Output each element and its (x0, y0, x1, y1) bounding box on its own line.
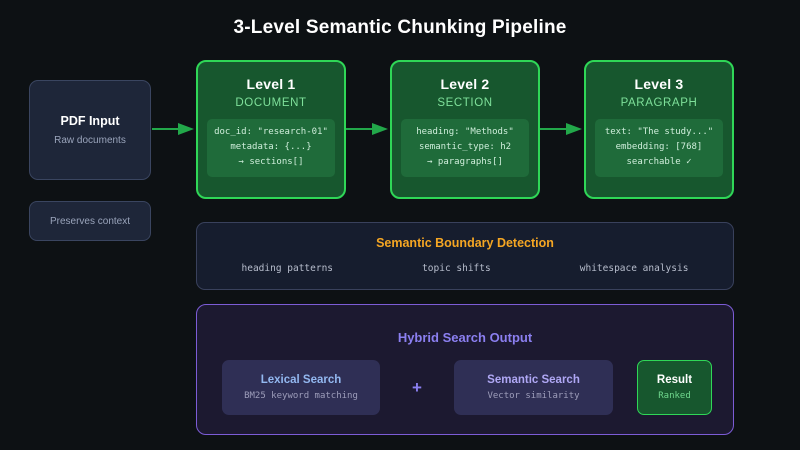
code-line: doc_id: "research-01" (214, 127, 328, 137)
arrow-level-2-to-level-3 (540, 123, 582, 135)
level-card-1-title: Level 1 (246, 76, 296, 92)
semantic-boundary-panel: Semantic Boundary Detection heading patt… (196, 222, 734, 290)
semantic-search-card: Semantic Search Vector similarity (454, 360, 613, 415)
arrow-level-1-to-level-2 (346, 123, 388, 135)
plus-icon: + (412, 377, 422, 397)
preserves-context-label: Preserves context (49, 215, 131, 227)
level-card-1: Level 1 DOCUMENT doc_id: "research-01" m… (196, 60, 346, 199)
lexical-search-subtitle: BM25 keyword matching (244, 391, 358, 401)
level-card-1-subtitle: DOCUMENT (235, 97, 307, 109)
code-line: metadata: {...} (230, 142, 312, 152)
level-card-3-title: Level 3 (634, 76, 684, 92)
pdf-input-title: PDF Input (60, 114, 120, 128)
semantic-boundary-title: Semantic Boundary Detection (376, 236, 554, 250)
level-card-1-code-block: doc_id: "research-01" metadata: {...} → … (207, 119, 335, 177)
page-title: 3-Level Semantic Chunking Pipeline (233, 17, 567, 38)
level-card-2-subtitle: SECTION (437, 97, 493, 109)
pdf-input-card: PDF Input Raw documents (29, 80, 151, 180)
preserves-context-card: Preserves context (29, 201, 151, 241)
pdf-input-subtitle: Raw documents (54, 135, 126, 146)
level-card-3-code-block: text: "The study..." embedding: [768] se… (595, 119, 723, 177)
semantic-search-subtitle: Vector similarity (487, 391, 580, 401)
code-line: text: "The study..." (604, 127, 714, 137)
level-card-3: Level 3 PARAGRAPH text: "The study..." e… (584, 60, 734, 199)
level-card-2: Level 2 SECTION heading: "Methods" seman… (390, 60, 540, 199)
code-line: heading: "Methods" (416, 127, 514, 137)
arrow-input-to-level-1 (152, 123, 194, 135)
code-line: → paragraphs[] (427, 157, 503, 167)
result-card: Result Ranked (637, 360, 712, 415)
boundary-item-whitespace-analysis: whitespace analysis (579, 263, 689, 274)
lexical-search-title: Lexical Search (260, 374, 342, 386)
code-line: semantic_type: h2 (418, 142, 512, 152)
hybrid-search-row: Lexical Search BM25 keyword matching + S… (222, 360, 712, 415)
lexical-search-card: Lexical Search BM25 keyword matching (222, 360, 380, 415)
hybrid-search-title: Hybrid Search Output (397, 330, 533, 345)
semantic-boundary-items: heading patterns topic shifts whitespace… (197, 263, 733, 274)
level-card-2-code-block: heading: "Methods" semantic_type: h2 → p… (401, 119, 529, 177)
boundary-item-heading-patterns: heading patterns (241, 263, 334, 274)
code-line: embedding: [768] (615, 142, 703, 152)
hybrid-search-panel: Hybrid Search Output Lexical Search BM25… (196, 304, 734, 435)
boundary-item-topic-shifts: topic shifts (422, 263, 491, 274)
level-card-3-subtitle: PARAGRAPH (620, 97, 698, 109)
level-card-2-title: Level 2 (440, 76, 490, 92)
semantic-search-title: Semantic Search (487, 374, 580, 386)
code-line: → sections[] (238, 157, 304, 167)
code-line: searchable ✓ (626, 157, 692, 167)
result-title: Result (656, 374, 693, 386)
result-subtitle: Ranked (658, 391, 691, 401)
